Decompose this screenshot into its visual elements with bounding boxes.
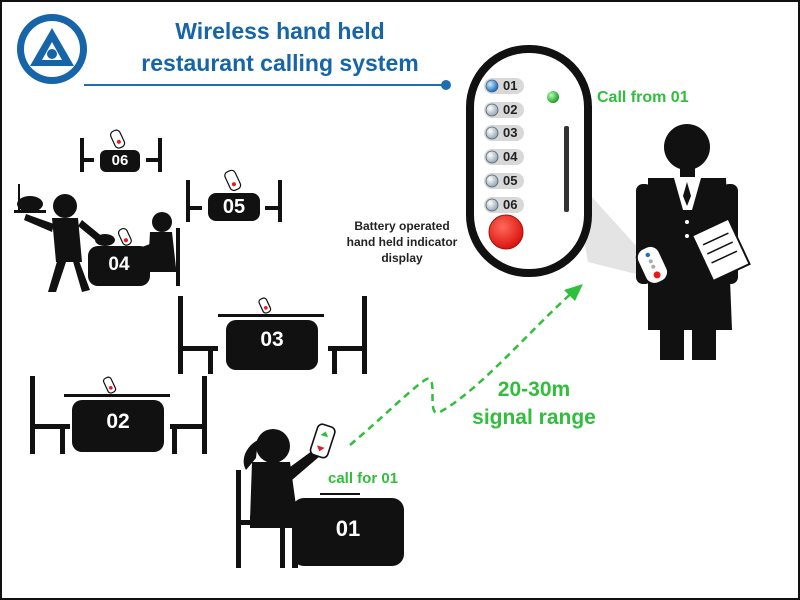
logo-icon [17, 14, 87, 84]
table-03 [178, 296, 367, 374]
signal-range-value: 20-30m [497, 378, 571, 401]
table-number-02: 02 [106, 410, 130, 433]
display-label-04: 04 [503, 149, 518, 164]
table-pager-icon [102, 376, 117, 394]
signal-arrow-icon [564, 284, 583, 301]
table-number-04: 04 [108, 254, 130, 275]
diner-woman-icon [236, 429, 320, 568]
table-number-01: 01 [335, 516, 361, 541]
display-label-03: 03 [503, 125, 518, 140]
call-for-label: call for 01 [328, 470, 399, 487]
table-04 [14, 184, 180, 292]
display-label-06: 06 [503, 197, 518, 212]
handheld-caller-icon [309, 423, 336, 459]
signal-range-label: signal range [472, 406, 596, 429]
call-button-icon [488, 214, 524, 250]
table-pager-icon [224, 169, 242, 192]
title-line-2: restaurant calling system [141, 50, 419, 76]
table-pager-icon [258, 297, 272, 314]
signal-path [349, 284, 583, 446]
table-pager-icon [117, 227, 132, 246]
display-description: Battery operated hand held indicator dis… [346, 219, 458, 265]
serving-waiter-icon [14, 184, 104, 292]
diner-icon [134, 212, 180, 286]
table-pager-icon [109, 129, 126, 149]
table-number-03: 03 [260, 328, 284, 351]
pager-icon [635, 244, 670, 285]
status-led-icon [547, 91, 559, 103]
table-number-06: 06 [111, 152, 129, 169]
title-line-1: Wireless hand held [175, 18, 385, 44]
table-number-05: 05 [222, 196, 246, 218]
display-indicators [484, 78, 524, 213]
table-05 [186, 169, 282, 222]
title-underline [84, 84, 446, 86]
display-label-01: 01 [503, 78, 518, 93]
display-label-02: 02 [503, 102, 518, 117]
call-from-label: Call from 01 [597, 89, 689, 106]
title-underline-dot [441, 80, 451, 90]
table-01 [236, 423, 404, 568]
display-label-05: 05 [503, 173, 518, 188]
table-02 [30, 376, 207, 454]
waiter-icon [636, 124, 751, 360]
table-06 [80, 129, 162, 172]
